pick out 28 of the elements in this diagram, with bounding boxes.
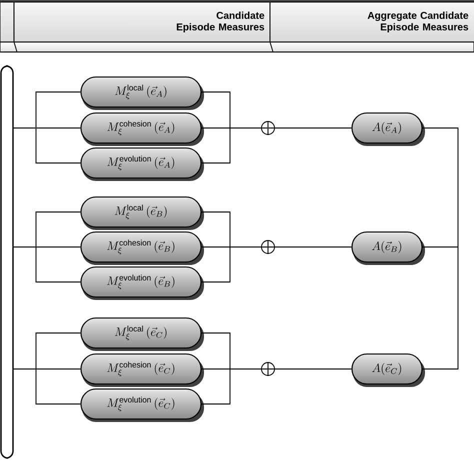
side-panel: [0, 65, 14, 459]
measure-pill: $M^{\mathrm{local}}_{\xi}\,(\vec{e}_{A})$: [80, 76, 204, 110]
connector: [201, 128, 262, 164]
measure-pill: $M^{\mathrm{evolution}}_{\xi}\,(\vec{e}_{C})$: [80, 388, 204, 422]
connector: [274, 368, 352, 370]
connector: [422, 128, 458, 248]
measure-pill: $A(\vec{e}_{A})$: [351, 112, 425, 146]
sum-symbol: [260, 240, 276, 254]
connector: [201, 368, 262, 404]
connector: [13, 246, 81, 282]
connector: [13, 368, 81, 404]
sum-symbol: [260, 362, 276, 376]
connector: [201, 246, 262, 282]
connector: [13, 128, 81, 164]
measure-pill: $M^{\mathrm{local}}_{\xi}\,(\vec{e}_{B})$: [80, 196, 204, 230]
sum-symbol: [260, 120, 276, 136]
measure-pill: $M^{\mathrm{local}}_{\xi}\,(\vec{e}_{C})$: [80, 317, 204, 351]
measure-pill: $A(\vec{e}_{C})$: [351, 353, 425, 387]
measure-pill: $A(\vec{e}_{B})$: [351, 231, 425, 265]
header-cell: Aggregate Candidate Episode Measures: [270, 2, 474, 42]
measure-pill: $M^{\mathrm{cohesion}}_{\xi}\,(\vec{e}_{A})$: [80, 112, 204, 146]
measure-pill: $M^{\mathrm{cohesion}}_{\xi}\,(\vec{e}_{C})$: [80, 353, 204, 387]
measure-pill: $M^{\mathrm{evolution}}_{\xi}\,(\vec{e}_{B})$: [80, 266, 204, 300]
measure-pill: $M^{\mathrm{evolution}}_{\xi}\,(\vec{e}_{A})$: [80, 147, 204, 181]
measure-pill: $M^{\mathrm{cohesion}}_{\xi}\,(\vec{e}_{B})$: [80, 231, 204, 265]
connector: [422, 246, 458, 370]
connector: [274, 246, 352, 248]
connector: [422, 246, 458, 248]
